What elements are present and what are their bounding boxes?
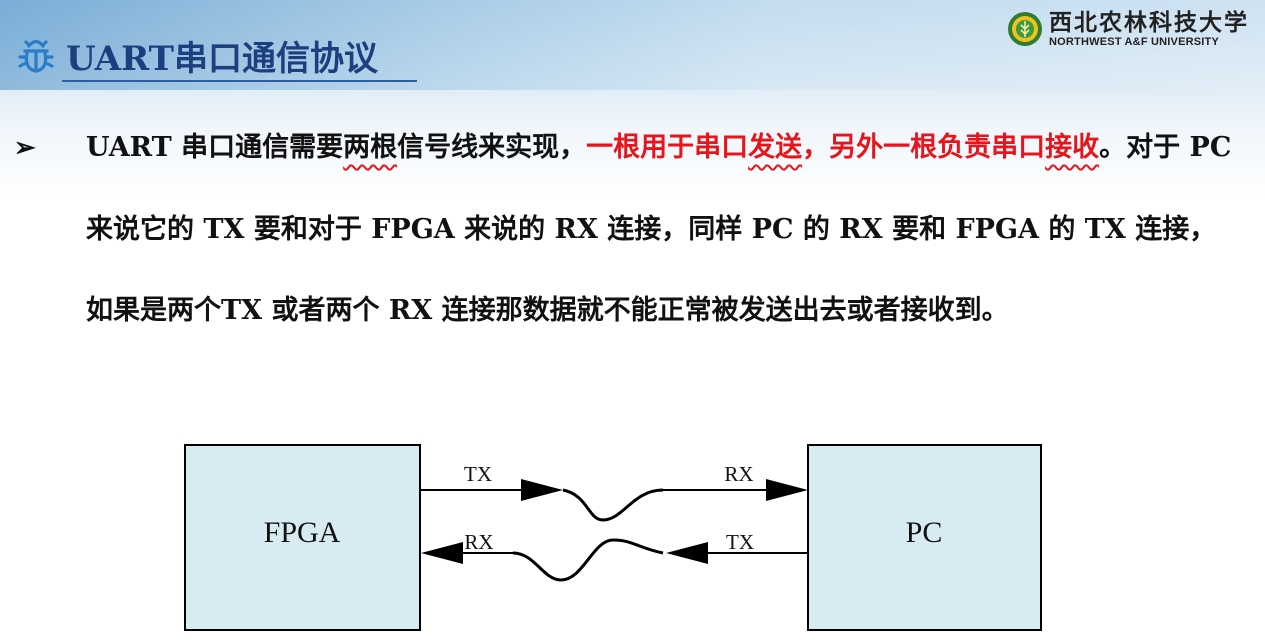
rx-arrowhead-right <box>766 479 808 501</box>
logo-chinese-name: 西北农林科技大学 <box>1049 9 1249 36</box>
body-paragraph: ➢ UART 串口通信需要两根信号线来实现，一根用于串口发送，另外一根负责串口接收… <box>14 107 1240 351</box>
text-segment-highlight-emphasis: 发送 <box>748 132 803 163</box>
university-seal-icon <box>1008 12 1042 46</box>
pc-label: PC <box>906 516 943 549</box>
uart-connection-diagram: FPGA PC TX RX RX TX <box>163 420 1065 638</box>
title-underline <box>62 80 417 82</box>
bottom-left-label: RX <box>464 530 493 554</box>
fpga-box <box>184 444 421 631</box>
bullet-arrow-icon: ➢ <box>14 133 36 163</box>
top-right-label: RX <box>724 462 753 486</box>
slide-title: UART串口通信协议 <box>14 30 378 80</box>
fpga-label: FPGA <box>264 516 341 549</box>
rx-wave <box>512 538 664 582</box>
text-segment: 信号线来实现， <box>397 132 587 163</box>
pc-box <box>807 444 1042 631</box>
page-title: UART串口通信协议 <box>66 38 378 79</box>
text-segment-highlight: 一根用于串口 <box>586 132 749 163</box>
logo-english-name: NORTHWEST A&F UNIVERSITY <box>1049 36 1220 48</box>
text-segment-emphasis: 两根 <box>343 132 398 163</box>
bug-icon <box>18 39 54 73</box>
pc-tx-arrowhead <box>666 542 708 564</box>
text-segment: UART 串口通信需要 <box>86 132 344 163</box>
fpga-rx-arrowhead <box>421 542 463 564</box>
text-segment-highlight: ，另外一根负责串口 <box>802 132 1046 163</box>
bottom-right-label: TX <box>726 530 754 554</box>
text-segment: 。对于 PC 来说它的 TX 要和对于 FPGA 来说的 RX 连接，同样 PC… <box>86 132 1232 326</box>
tx-arrowhead-left <box>521 479 563 501</box>
bullet-item: ➢ UART 串口通信需要两根信号线来实现，一根用于串口发送，另外一根负责串口接收… <box>14 107 1240 351</box>
text-segment-highlight-emphasis: 接收 <box>1045 132 1100 163</box>
header-band <box>0 0 1265 90</box>
top-left-label: TX <box>464 462 492 486</box>
tx-wave <box>562 488 664 522</box>
university-logo: 西北农林科技大学 NORTHWEST A&F UNIVERSITY <box>1007 10 1249 48</box>
